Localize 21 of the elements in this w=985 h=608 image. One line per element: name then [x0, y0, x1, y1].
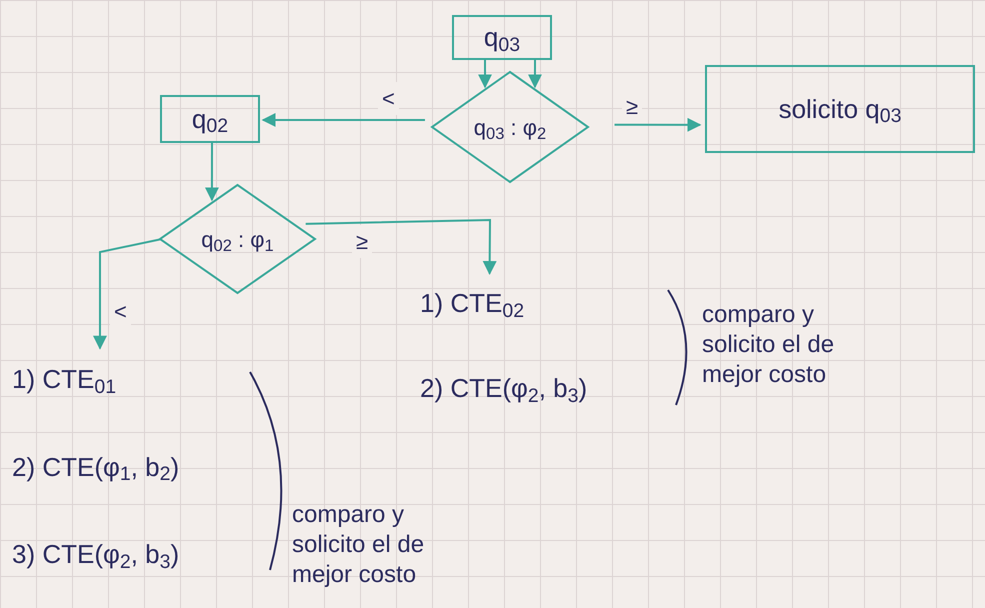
- arrow: [614, 118, 702, 132]
- process-box: q$_{03}$: [452, 15, 552, 60]
- condition-text: q$_{03}$ : φ$_{2}$: [474, 114, 546, 144]
- edge-label: <: [378, 82, 399, 115]
- edge-label: ≥: [352, 225, 372, 258]
- note-text: comparo y solicito el de mejor costo: [292, 500, 426, 590]
- process-box: solicito q$_{03}$: [705, 65, 975, 153]
- list-item: 2) CTE(φ$_{2}$, b$_{3}$): [420, 372, 588, 408]
- list-item: 1) CTE$_{02}$: [420, 287, 526, 323]
- arrow: [204, 143, 219, 202]
- condition-text: q$_{02}$ : φ$_{1}$: [201, 226, 274, 256]
- arrow: [92, 238, 162, 350]
- arrow: [478, 60, 492, 88]
- arrow: [262, 112, 425, 127]
- list-item: 2) CTE(φ$_{1}$, b$_{2}$): [12, 450, 180, 486]
- arrow: [528, 60, 542, 88]
- note-text: comparo y solicito el de mejor costo: [702, 300, 836, 390]
- process-box: q$_{02}$: [160, 95, 260, 143]
- list-item: 1) CTE$_{01}$: [12, 363, 118, 399]
- arrow: [306, 218, 497, 276]
- list-item: 3) CTE(φ$_{2}$, b$_{3}$): [12, 538, 180, 574]
